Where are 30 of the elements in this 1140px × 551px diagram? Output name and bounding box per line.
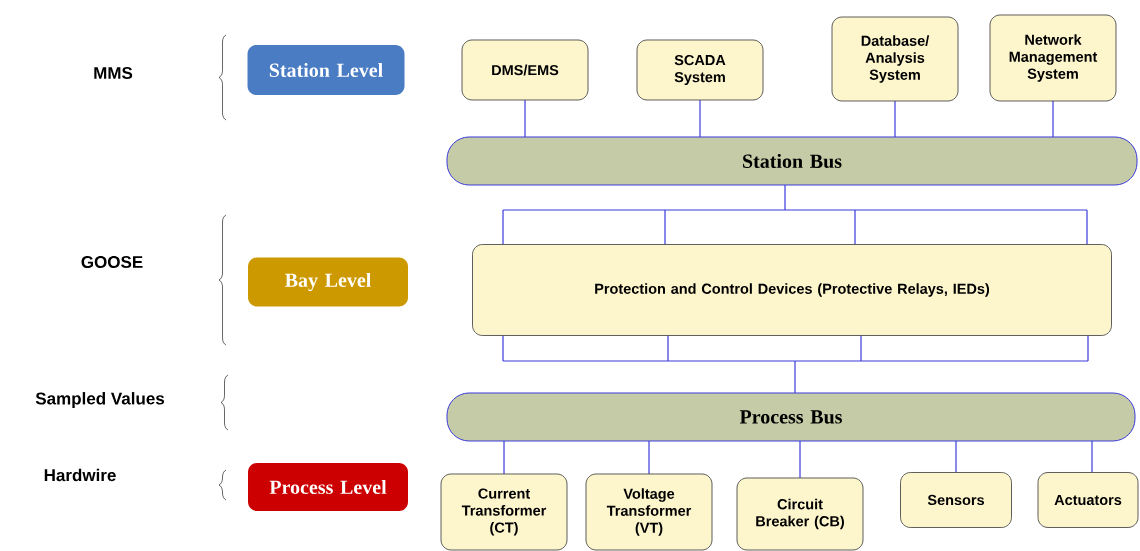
device-box: Circuit Breaker (CB) — [736, 477, 864, 551]
bus-connector — [502, 334, 1089, 394]
device-box: Voltage Transformer (VT) — [585, 473, 713, 551]
connector-line — [799, 440, 801, 479]
device-box: DMS/EMS — [461, 39, 589, 101]
protocol-label: MMS — [94, 67, 133, 79]
connector-line — [955, 440, 957, 474]
connector-line — [524, 99, 526, 138]
device-box: SCADA System — [636, 39, 764, 101]
connector-line — [648, 440, 650, 475]
connector-line — [1052, 100, 1054, 138]
bus-bar: Station Bus — [446, 136, 1138, 186]
connector-line — [503, 440, 505, 475]
connector-line — [894, 100, 896, 138]
bus-bar: Process Bus — [446, 392, 1136, 442]
device-box: Current Transformer (CT) — [440, 473, 568, 551]
level-badge: Station Level — [247, 45, 405, 95]
protocol-label: Hardwire — [44, 468, 116, 482]
protocol-label: GOOSE — [81, 256, 143, 268]
bus-connector — [502, 184, 1088, 246]
level-badge: Process Level — [248, 463, 408, 511]
device-box: Network Management System — [989, 14, 1117, 102]
device-box: Actuators — [1037, 472, 1139, 528]
device-box: Database/ Analysis System — [831, 16, 959, 102]
connector-line — [699, 99, 701, 138]
protocol-label: Sampled Values — [35, 392, 165, 408]
device-box: Protection and Control Devices (Protective Relays, IEDs) — [472, 244, 1112, 336]
connector-line — [1091, 440, 1093, 474]
level-badge: Bay Level — [248, 257, 408, 307]
device-box: Sensors — [900, 472, 1012, 528]
